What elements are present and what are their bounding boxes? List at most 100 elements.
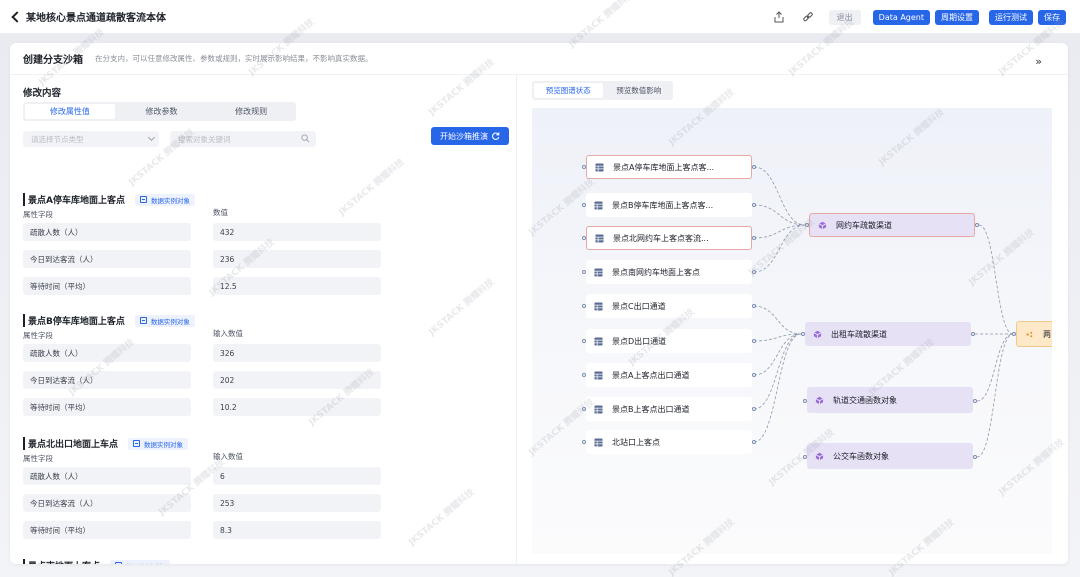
cycle-settings-button[interactable]: 周期设置: [935, 9, 979, 25]
connector-port[interactable]: [582, 339, 586, 343]
back-arrow-icon[interactable]: [8, 10, 22, 24]
connector-port[interactable]: [582, 373, 586, 377]
attribute-value-input[interactable]: 236: [213, 250, 381, 268]
data-instance-tag[interactable]: 数据实例对象: [110, 559, 171, 564]
tab-edit-params[interactable]: 修改参数: [145, 107, 178, 116]
graph-source-node[interactable]: 景点北网约车上客点客流...: [586, 226, 752, 250]
graph-edge: [976, 333, 1014, 402]
graph-channel-node[interactable]: 网约车疏散渠道: [809, 213, 975, 237]
run-test-button[interactable]: 运行测试: [989, 9, 1033, 25]
node-type-select-placeholder: 请选择节点类型: [31, 134, 84, 144]
data-agent-button[interactable]: Data Agent: [872, 9, 930, 25]
connector-port[interactable]: [801, 332, 805, 336]
connector-port[interactable]: [582, 236, 586, 240]
connector-port[interactable]: [582, 407, 586, 411]
attribute-value-input[interactable]: 432: [213, 223, 381, 241]
graph-node-label: 出租车疏散渠道: [831, 329, 887, 339]
attribute-value-input[interactable]: 12.5: [213, 277, 381, 295]
connector-port[interactable]: [752, 407, 756, 411]
connector-port[interactable]: [752, 236, 756, 240]
graph-channel-node[interactable]: 公交车函数对象: [807, 443, 973, 469]
connector-port[interactable]: [1012, 332, 1016, 336]
connector-port[interactable]: [582, 304, 586, 308]
attribute-value-input[interactable]: 10.2: [213, 398, 381, 416]
attribute-value-input[interactable]: 253: [213, 494, 381, 512]
graph-source-node[interactable]: 景点B停车库地面上客点客...: [586, 193, 752, 217]
tab-edit-attributes[interactable]: 修改属性值: [25, 104, 115, 119]
attribute-field: 等待时间（平均）: [23, 277, 191, 295]
object-name: 景点北出口地面上车点: [23, 437, 118, 450]
connector-port[interactable]: [752, 165, 756, 169]
connector-port[interactable]: [752, 304, 756, 308]
column-header-value: 输入数值: [213, 329, 243, 338]
connector-port[interactable]: [752, 440, 756, 444]
data-instance-tag[interactable]: 数据实例对象: [134, 193, 195, 206]
cube-icon: [815, 452, 824, 461]
edit-panel: 修改内容 修改属性值 修改参数 修改规则 请选择节点类型 搜索对象关键词 开始沙…: [10, 75, 517, 564]
graph-source-node[interactable]: 景点C出口通道: [586, 294, 752, 318]
connector-port[interactable]: [582, 270, 586, 274]
graph-edge: [753, 224, 806, 273]
share-icon[interactable]: [771, 9, 787, 25]
graph-source-node[interactable]: 景点A上客点出口通道: [586, 363, 752, 387]
data-instance-tag[interactable]: 数据实例对象: [134, 314, 195, 327]
graph-node-label: 景点B停车库地面上客点客...: [612, 200, 714, 210]
graph-channel-node[interactable]: 轨道交通函数对象: [807, 387, 973, 413]
link-icon[interactable]: [800, 9, 816, 25]
connector-port[interactable]: [582, 440, 586, 444]
attribute-field: 今日到达客流（人）: [23, 250, 191, 268]
graph-source-node[interactable]: 北站口上客点: [586, 430, 752, 454]
attribute-value-input[interactable]: 202: [213, 371, 381, 389]
graph-source-node[interactable]: 景点南网约车地面上客点: [586, 260, 752, 284]
search-placeholder: 搜索对象关键词: [178, 134, 231, 144]
exit-button[interactable]: 退出: [828, 9, 861, 25]
data-instance-tag-label: 数据实例对象: [150, 317, 190, 326]
tab-preview-values[interactable]: 预览数值影响: [616, 86, 662, 95]
graph-source-node[interactable]: 景点D出口通道: [586, 329, 752, 353]
connector-port[interactable]: [752, 203, 756, 207]
connector-port[interactable]: [582, 203, 586, 207]
table-icon: [139, 196, 147, 203]
table-icon: [139, 317, 147, 324]
table-icon: [595, 233, 604, 243]
node-type-select[interactable]: 请选择节点类型: [23, 131, 159, 147]
attribute-value-input[interactable]: 8.3: [213, 521, 381, 539]
connector-port[interactable]: [973, 455, 977, 459]
graph-channel-node[interactable]: 出租车疏散渠道: [805, 322, 971, 346]
save-button[interactable]: 保存: [1038, 9, 1066, 25]
connector-port[interactable]: [752, 373, 756, 377]
tab-preview-graph[interactable]: 预览图谱状态: [534, 83, 603, 98]
attribute-value-input[interactable]: 6: [213, 467, 381, 485]
connector-port[interactable]: [805, 223, 809, 227]
connector-port[interactable]: [971, 332, 975, 336]
graph-output-node[interactable]: 两: [1016, 321, 1052, 347]
object-search-input[interactable]: 搜索对象关键词: [170, 131, 316, 147]
column-header-field: 属性字段: [23, 331, 53, 340]
table-icon: [595, 162, 604, 172]
tab-edit-rules[interactable]: 修改规则: [235, 107, 268, 116]
start-sandbox-button[interactable]: 开始沙箱推演: [431, 127, 509, 145]
object-name: 景点A停车库地面上客点: [23, 193, 125, 206]
connector-port[interactable]: [973, 399, 977, 403]
expand-icon[interactable]: »: [1035, 55, 1042, 68]
start-sandbox-label: 开始沙箱推演: [440, 131, 488, 141]
connector-port[interactable]: [975, 223, 979, 227]
connector-port[interactable]: [752, 270, 756, 274]
object-name: 景点南地面上客点: [23, 559, 100, 564]
data-instance-tag[interactable]: 数据实例对象: [128, 437, 189, 450]
graph-node-label: 北站口上客点: [612, 437, 660, 447]
graph-source-node[interactable]: 景点B上客点出口通道: [586, 397, 752, 421]
connector-port[interactable]: [803, 399, 807, 403]
graph-canvas[interactable]: 景点A停车库地面上客点客... 景点B停车库地面上客点客... 景点北网约车上客点客…: [532, 108, 1052, 554]
graph-source-node[interactable]: 景点A停车库地面上客点客...: [586, 155, 752, 179]
connector-port[interactable]: [803, 455, 807, 459]
graph-edge: [753, 204, 806, 226]
attribute-value-input[interactable]: 326: [213, 344, 381, 362]
connector-port[interactable]: [752, 339, 756, 343]
graph-node-label: 公交车函数对象: [833, 451, 889, 461]
graph-node-label: 轨道交通函数对象: [833, 395, 897, 405]
table-icon: [594, 267, 603, 277]
attribute-field: 今日到达客流（人）: [23, 494, 191, 512]
connector-port[interactable]: [582, 165, 586, 169]
object-header: 景点南地面上客点 数据实例对象: [23, 559, 171, 564]
